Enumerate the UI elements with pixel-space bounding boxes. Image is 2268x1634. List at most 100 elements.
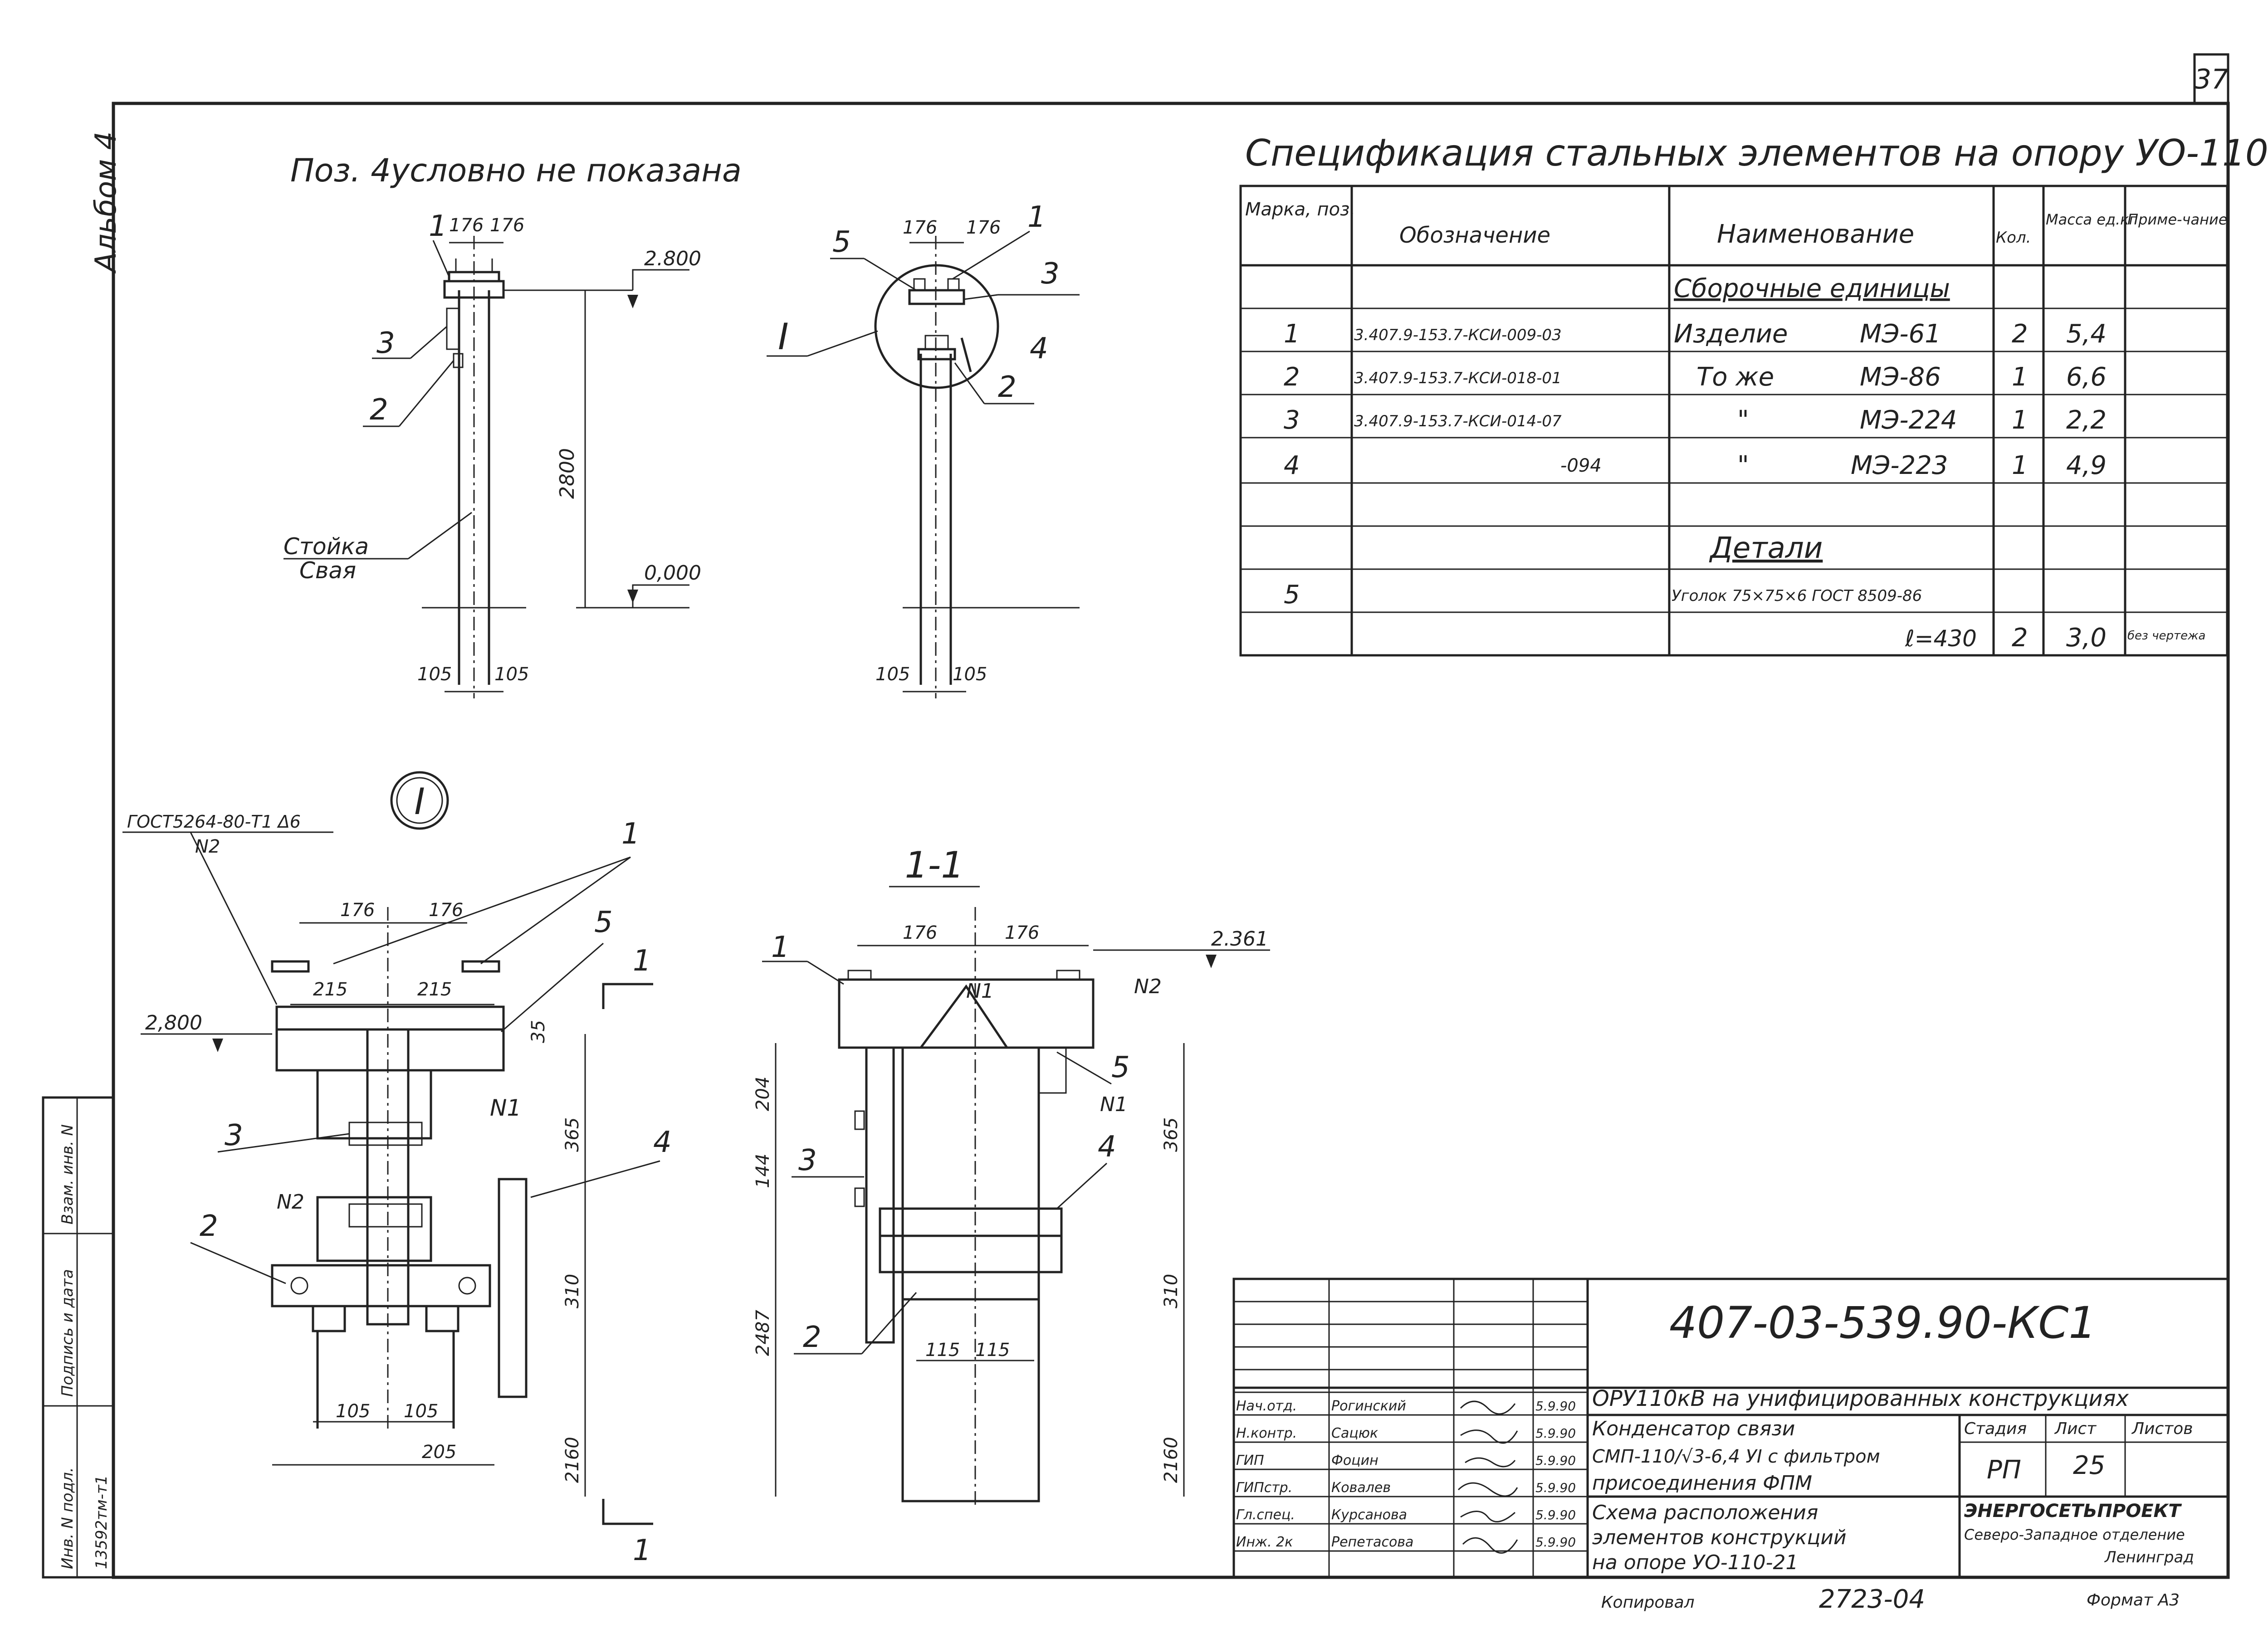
spec-qty: 1 bbox=[2012, 362, 2028, 392]
detail-I-level: 2,800 bbox=[145, 1011, 202, 1034]
title-sheet: 25 bbox=[2073, 1451, 2105, 1480]
elev-right-dim-176b: 176 bbox=[966, 217, 1001, 238]
title-sheets-header: Листов bbox=[2131, 1419, 2193, 1438]
spec-row-1: 1 3.407.9-153.7-КСИ-009-03 Изделие МЭ-61… bbox=[1284, 319, 2107, 349]
title-signatures: Нач.отд. Н.контр. ГИП ГИПстр. Гл.спец. И… bbox=[1236, 1398, 1576, 1554]
detail-I-dim-35: 35 bbox=[528, 1020, 549, 1043]
section-dim-176a: 176 bbox=[903, 922, 937, 943]
detail-I-callout-4: 4 bbox=[653, 1126, 672, 1159]
spec-row-3: 3 3.407.9-153.7-КСИ-014-07 " МЭ-224 1 2,… bbox=[1284, 405, 2107, 435]
title-desc-line-3: присоединения ФПМ bbox=[1592, 1472, 1812, 1495]
spec-header-designation: Обозначение bbox=[1399, 223, 1550, 248]
elevation-view-left: Поз. 4условно не показана 176 176 2.800 … bbox=[284, 152, 742, 698]
spec-pos: 2 bbox=[1284, 362, 1300, 392]
section-callout-3: 3 bbox=[798, 1144, 817, 1177]
spec-pos: 4 bbox=[1284, 451, 1300, 480]
elev-left-callout-1: 1 bbox=[429, 210, 447, 243]
elev-right-callout-1: 1 bbox=[1027, 200, 1046, 234]
spec-part-length: ℓ=430 bbox=[1905, 625, 1977, 652]
spec-row-4: 4 -094 " МЭ-223 1 4,9 bbox=[1284, 451, 2107, 480]
elev-left-height-dim: 2800 bbox=[556, 448, 579, 499]
section-level: 2.361 bbox=[1211, 927, 1268, 951]
spec-row-2: 2 3.407.9-153.7-КСИ-018-01 То же МЭ-86 1… bbox=[1284, 362, 2107, 392]
title-org-line-3: Ленинград bbox=[2104, 1548, 2194, 1566]
spec-name: То же bbox=[1696, 362, 1774, 392]
detail-I-callout-2: 2 bbox=[200, 1210, 218, 1243]
detail-I-dim-176a: 176 bbox=[340, 900, 375, 921]
detail-I-dim-215a: 215 bbox=[313, 979, 347, 1000]
title-doc-code: 407-03-539.90-КС1 bbox=[1669, 1297, 2096, 1348]
title-name: Репетасова bbox=[1331, 1534, 1413, 1550]
elev-right-dim-176a: 176 bbox=[903, 217, 937, 238]
section-callout-5: 5 bbox=[1111, 1051, 1130, 1084]
elev-left-post-label: Стойка bbox=[284, 533, 369, 560]
title-block: 407-03-539.90-КС1 ОРУ110кВ на унифициров… bbox=[1232, 1278, 2229, 1579]
spec-table: Спецификация стальных элементов на опору… bbox=[1239, 132, 2268, 657]
section-1-1-title: 1-1 bbox=[905, 844, 964, 886]
section-dim-204: 204 bbox=[753, 1077, 773, 1111]
title-role: Нач.отд. bbox=[1236, 1398, 1297, 1414]
spec-designation: 3.407.9-153.7-КСИ-009-03 bbox=[1354, 326, 1562, 344]
section-weld-n1-top: N1 bbox=[966, 980, 994, 1003]
side-stamp-item-4: 13592тм-т1 bbox=[93, 1475, 111, 1569]
section-dim-144: 144 bbox=[753, 1154, 773, 1188]
section-dim-115b: 115 bbox=[975, 1340, 1010, 1361]
spec-mark: МЭ-61 bbox=[1860, 319, 1941, 349]
detail-I-dim-365: 365 bbox=[562, 1117, 583, 1152]
section-dim-2487: 2487 bbox=[753, 1310, 773, 1356]
spec-header-name: Наименование bbox=[1717, 219, 1914, 249]
elev-right-callout-5: 5 bbox=[832, 225, 851, 259]
detail-I-dim-105a: 105 bbox=[336, 1401, 370, 1422]
signature-mark bbox=[1460, 1511, 1515, 1522]
elev-right-base-105a: 105 bbox=[875, 664, 910, 685]
spec-mass: 5,4 bbox=[2066, 319, 2107, 349]
title-desc-line-2: СМП-110/√3-6,4 УI с фильтром bbox=[1592, 1446, 1880, 1467]
section-dim-365: 365 bbox=[1161, 1117, 1182, 1152]
spec-qty: 1 bbox=[2012, 451, 2028, 480]
spec-designation: -094 bbox=[1560, 455, 1602, 476]
signature-mark bbox=[1460, 1400, 1516, 1415]
section-dim-310: 310 bbox=[1161, 1274, 1182, 1308]
side-stamp-item-3: Инв. N подл. bbox=[59, 1467, 77, 1569]
detail-I-dim-105b: 105 bbox=[404, 1401, 438, 1422]
title-scheme-line-2: элементов конструкций bbox=[1592, 1526, 1847, 1549]
detail-I-dim-176b: 176 bbox=[429, 900, 463, 921]
copy-note: Копировал bbox=[1601, 1593, 1695, 1612]
elev-left-base-105b: 105 bbox=[494, 664, 529, 685]
title-org-line-1: ЭНЕРГОСЕТЬПРОЕКТ bbox=[1964, 1501, 2182, 1522]
elev-right-callout-2: 2 bbox=[998, 371, 1017, 404]
elev-left-callout-2: 2 bbox=[370, 393, 388, 427]
section-1-1-view: 1-1 176 176 2.361 204 144 2487 365 310 2… bbox=[753, 844, 1270, 1506]
spec-qty: 1 bbox=[2012, 405, 2028, 435]
title-org-line-2: Северо-Западное отделение bbox=[1964, 1526, 2185, 1543]
detail-I-callout-5: 5 bbox=[594, 906, 613, 939]
side-stamp-item-1: Взам. инв. N bbox=[59, 1124, 77, 1224]
spec-part-row: 5 Уголок 75×75×6 ГОСТ 8509-86 ℓ=430 2 3,… bbox=[1284, 580, 2205, 653]
spec-mass: 2,2 bbox=[2066, 405, 2107, 435]
elev-right-callout-3: 3 bbox=[1041, 257, 1060, 291]
detail-I-dim-310: 310 bbox=[562, 1274, 583, 1308]
side-stamp: Взам. инв. N Подпись и дата Инв. N подл.… bbox=[42, 1096, 115, 1579]
signature-mark bbox=[1465, 1457, 1516, 1468]
title-name: Курсанова bbox=[1331, 1507, 1407, 1523]
detail-circle bbox=[874, 264, 999, 389]
detail-I-weld-n1: N1 bbox=[490, 1095, 521, 1121]
title-name: Ковалев bbox=[1331, 1480, 1391, 1496]
spec-mass: 4,9 bbox=[2066, 451, 2107, 480]
detail-I-section-mark-top: 1 bbox=[633, 944, 651, 978]
section-dim-2160: 2160 bbox=[1161, 1437, 1182, 1483]
spec-part-qty: 2 bbox=[2012, 623, 2028, 653]
spec-mass: 6,6 bbox=[2066, 362, 2107, 392]
detail-I-dim-205: 205 bbox=[422, 1442, 456, 1463]
elev-left-dim-176a: 176 bbox=[449, 215, 484, 236]
spec-part-note: без чертежа bbox=[2127, 629, 2205, 643]
elev-left-ground-level: 0,000 bbox=[644, 561, 701, 585]
spec-part-mass: 3,0 bbox=[2066, 623, 2107, 653]
album-label: Альбом 4 bbox=[89, 132, 123, 274]
section-dim-115a: 115 bbox=[925, 1340, 960, 1361]
side-stamp-item-2: Подпись и дата bbox=[59, 1269, 77, 1397]
sheet-number-box bbox=[2193, 53, 2229, 105]
elev-left-base-105a: 105 bbox=[417, 664, 452, 685]
detail-I-callout-1: 1 bbox=[621, 817, 640, 851]
